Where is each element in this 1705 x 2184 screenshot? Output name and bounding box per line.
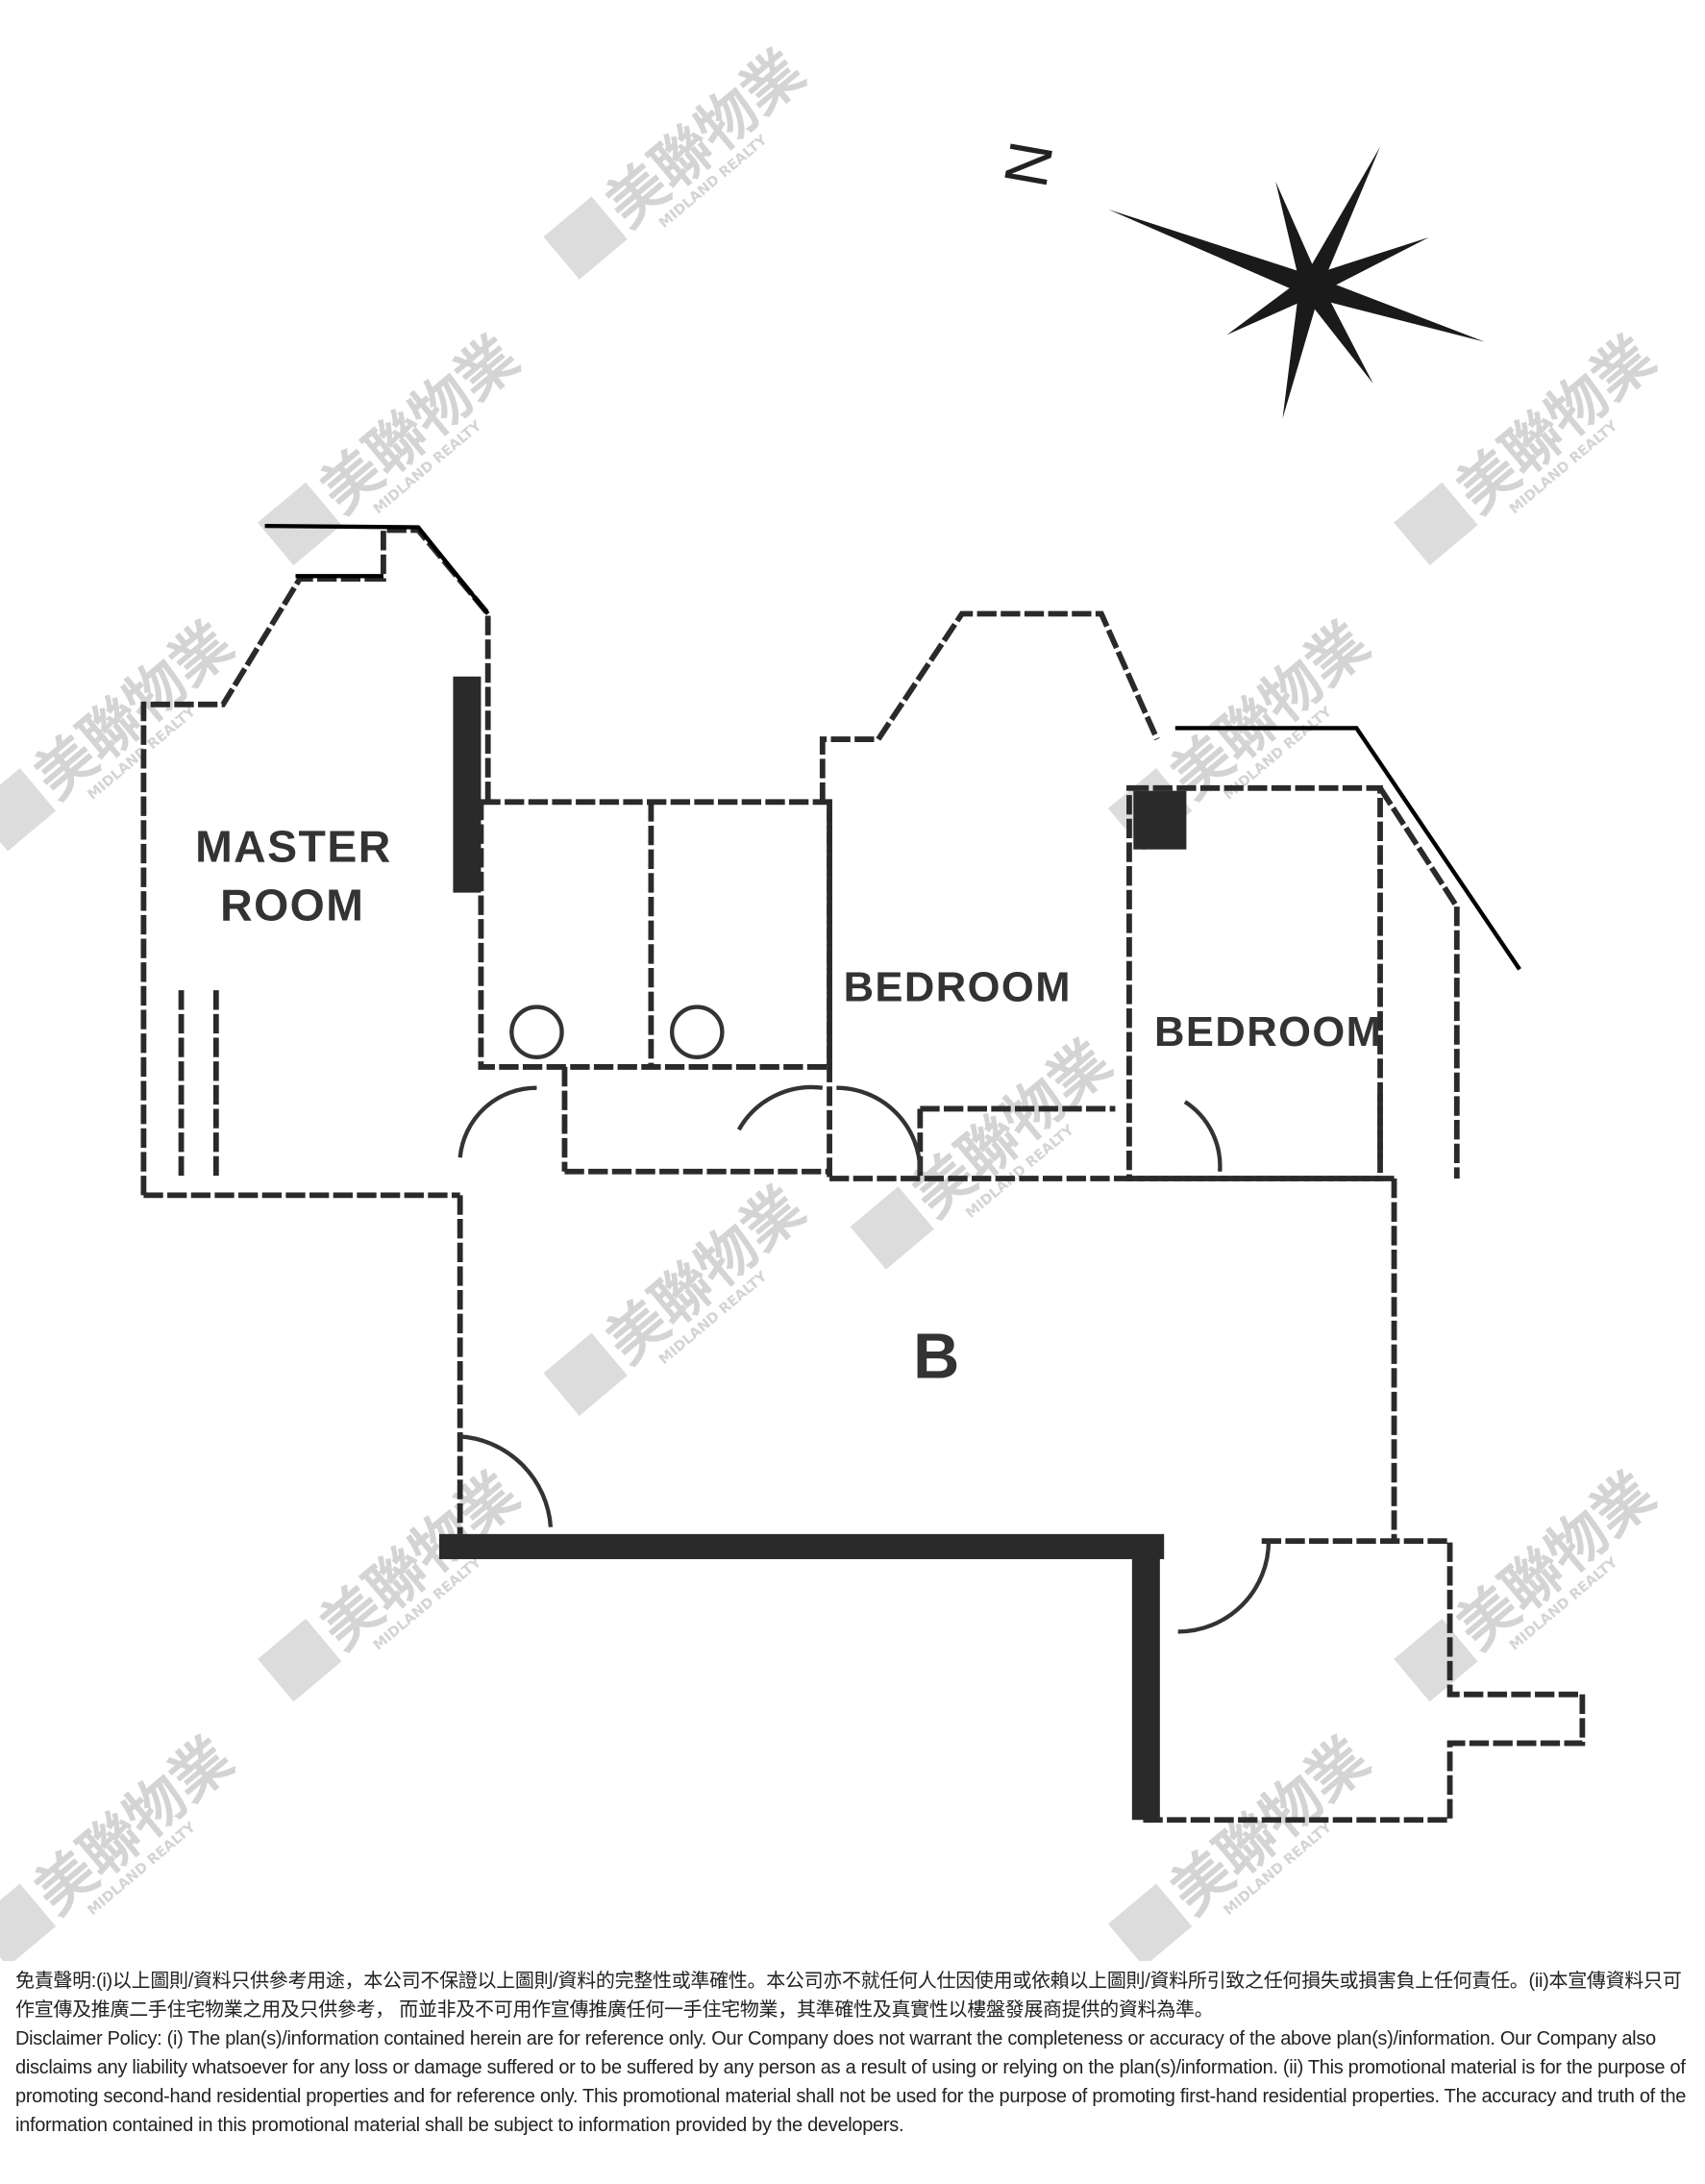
- disclaimer-chinese: 免責聲明:(i)以上圖則/資料只供參考用途，本公司不保證以上圖則/資料的完整性或…: [15, 1971, 1682, 2021]
- disclaimer: 免責聲明:(i)以上圖則/資料只供參考用途，本公司不保證以上圖則/資料的完整性或…: [15, 1967, 1693, 2140]
- room-label-bedroom-2: BEDROOM: [1154, 1009, 1382, 1055]
- compass-icon: N: [991, 136, 1485, 419]
- watermark: 美聯物業: [594, 37, 817, 240]
- watermark: 美聯物業: [1444, 323, 1667, 526]
- thick-walls: [438, 676, 1187, 1821]
- watermark: 美聯物業: [22, 609, 245, 812]
- north-label: N: [991, 136, 1067, 192]
- watermark: 美聯物業: [1158, 609, 1381, 812]
- watermark: 美聯物業: [308, 1460, 531, 1663]
- watermark: 美聯物業: [1158, 1725, 1381, 1927]
- room-label-bedroom-1: BEDROOM: [844, 965, 1072, 1011]
- doors: [457, 1005, 1272, 1634]
- watermark: 美聯物業: [1444, 1460, 1667, 1663]
- walls: [140, 527, 1586, 1824]
- watermark: 美聯物業: [308, 323, 531, 526]
- watermark: 美聯物業: [22, 1725, 245, 1927]
- room-label-living: B: [913, 1321, 961, 1392]
- room-label-master: MASTER: [195, 822, 392, 872]
- disclaimer-english: Disclaimer Policy: (i) The plan(s)/infor…: [15, 2028, 1687, 2136]
- watermark: 美聯物業: [901, 1028, 1124, 1230]
- watermark: 美聯物業: [594, 1174, 817, 1377]
- room-label-master-2: ROOM: [220, 881, 364, 931]
- external-lines: [264, 523, 1521, 971]
